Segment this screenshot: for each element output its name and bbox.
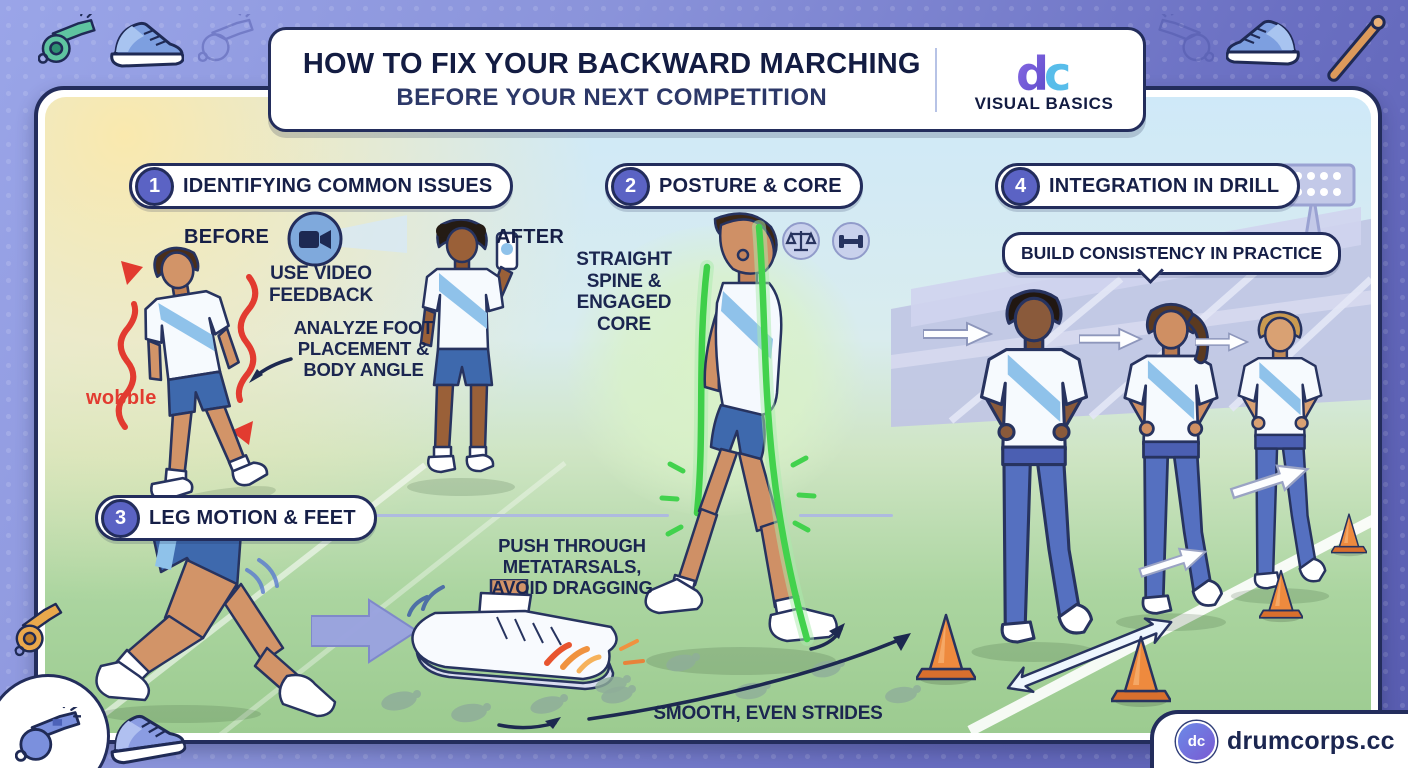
drill-arrow-2 [1079, 327, 1143, 351]
balance-scale-icon [782, 222, 820, 260]
posture-marcher-figure [644, 212, 845, 675]
section-1-header: 1 IDENTIFYING COMMON ISSUES [129, 163, 514, 209]
traffic-cone-4 [1331, 513, 1367, 557]
section-2-number: 2 [611, 166, 650, 206]
drill-arrow-diag-1 [1229, 464, 1310, 500]
before-marcher-figure [144, 246, 276, 513]
whistle-icon-orange [14, 602, 63, 657]
brand-block: d c VISUAL BASICS [945, 46, 1143, 114]
section-3-number: 3 [101, 498, 140, 538]
wobble-arrows [115, 261, 259, 445]
banner-divider [934, 47, 937, 112]
before-label: BEFORE [184, 226, 270, 248]
svg-text:c: c [1044, 47, 1071, 98]
section-1-number: 1 [135, 166, 174, 206]
section-2-title: POSTURE & CORE [659, 174, 842, 197]
sneaker-icon [110, 21, 184, 68]
title-line-2: BEFORE YOUR NEXT COMPETITION [396, 83, 828, 111]
field-scene: BEFORE AFTER USE VIDEO FEEDBACK ANALYZE … [45, 97, 1371, 733]
title-block: HOW TO FIX YOUR BACKWARD MARCHING BEFORE… [271, 48, 927, 112]
site-url: drumcorps.cc [1227, 726, 1395, 755]
analyze-pointer-arrow [249, 357, 293, 383]
push-note: PUSH THROUGH METATARSALS, AVOID DRAGGING [491, 535, 653, 599]
section-1-title: IDENTIFYING COMMON ISSUES [183, 174, 493, 197]
drill-marcher-3 [1229, 310, 1331, 604]
svg-text:d: d [1016, 47, 1049, 98]
whistle-icon [38, 14, 96, 64]
analyze-note: ANALYZE FOOT PLACEMENT & BODY ANGLE [293, 317, 434, 381]
section-4-header: 4 INTEGRATION IN DRILL [995, 163, 1301, 209]
traffic-cone-1 [916, 613, 976, 685]
consistency-callout: BUILD CONSISTENCY IN PRACTICE [1002, 232, 1342, 275]
strides-note: SMOOTH, EVEN STRIDES [653, 703, 883, 724]
metatarsal-shoe-detail [381, 579, 645, 730]
drumstick-icon [1327, 14, 1386, 82]
spine-note: STRAIGHT SPINE & ENGAGED CORE [576, 249, 672, 335]
lunge-leg-figure [95, 526, 337, 723]
divider-right [799, 514, 893, 517]
section-4-number: 4 [1001, 166, 1040, 206]
sneaker-icon [110, 714, 187, 765]
path-double-arrow [1006, 617, 1173, 694]
footer-brand-tab: dc drumcorps.cc [1150, 710, 1408, 768]
divider-left [373, 514, 669, 517]
title-line-1: HOW TO FIX YOUR BACKWARD MARCHING [302, 47, 921, 80]
traffic-cone-3 [1259, 569, 1303, 623]
drill-arrow-diag-2 [1138, 547, 1208, 578]
whistle-icon-blue [15, 707, 81, 762]
whistle-outline-icon [198, 14, 254, 62]
posture-icon-chips [782, 222, 870, 260]
transition-arrow [311, 598, 419, 664]
section-4-title: INTEGRATION IN DRILL [1049, 174, 1280, 197]
after-marcher-figure [407, 219, 519, 496]
section-3-header: 3 LEG MOTION & FEET [95, 495, 377, 541]
section-3-title: LEG MOTION & FEET [149, 506, 356, 529]
drill-arrow-3 [1195, 332, 1249, 352]
whistle-outline-icon [1158, 14, 1214, 62]
drill-arrow-1 [923, 321, 993, 347]
traffic-cone-2 [1111, 635, 1171, 707]
sneaker-icon [1226, 19, 1300, 66]
wobble-label: wobble [86, 387, 157, 409]
video-camera-icon [287, 211, 407, 267]
stride-trail [587, 633, 921, 721]
title-banner: HOW TO FIX YOUR BACKWARD MARCHING BEFORE… [268, 27, 1146, 132]
brand-name: VISUAL BASICS [974, 93, 1114, 113]
after-label: AFTER [496, 226, 565, 248]
dc-badge: dc [1176, 720, 1217, 762]
main-panel: BEFORE AFTER USE VIDEO FEEDBACK ANALYZE … [34, 86, 1382, 744]
video-feedback-note: USE VIDEO FEEDBACK [269, 263, 373, 306]
dc-logo: d c [1016, 47, 1071, 98]
section-2-header: 2 POSTURE & CORE [605, 163, 863, 209]
dumbbell-icon [832, 222, 870, 260]
